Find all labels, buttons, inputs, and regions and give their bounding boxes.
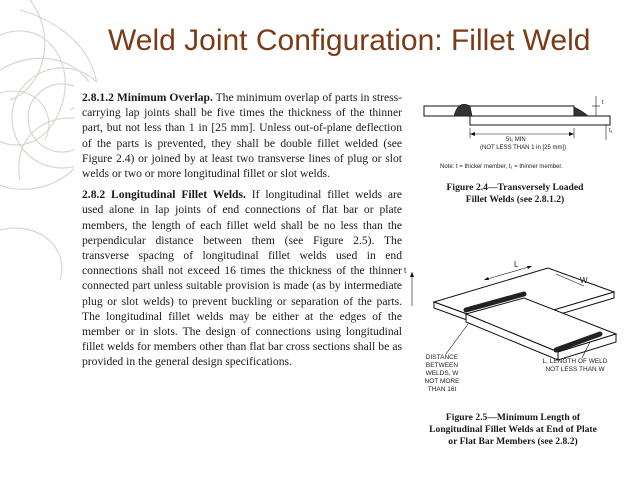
slide-title: Weld Joint Configuration: Fillet Weld xyxy=(108,24,591,57)
length-line-1: L, LENGTH OF WELD xyxy=(542,358,608,365)
figure-2-5-caption: Figure 2.5—Minimum Length of Longitudina… xyxy=(408,412,618,448)
figure-2-4-label-t1: t₁ xyxy=(609,128,613,134)
heading-minimum-overlap: 2.8.1.2 Minimum Overlap. xyxy=(82,91,213,104)
spec-text: 2.8.1.2 Minimum Overlap. The minimum ove… xyxy=(82,90,402,376)
paragraph-longitudinal-fillet-welds: 2.8.2 Longitudinal Fillet Welds. If long… xyxy=(82,187,402,369)
figure-2-4-label-t: t xyxy=(602,100,604,106)
figure-2-5-caption-line3: or Flat Bar Members (see 2.8.2) xyxy=(448,436,578,447)
paragraph-minimum-overlap: 2.8.1.2 Minimum Overlap. The minimum ove… xyxy=(82,90,402,181)
text-longitudinal-fillet-welds: If longitudinal fillet welds are used al… xyxy=(82,188,403,369)
figure-2-5-label-L: L xyxy=(514,260,519,269)
distance-line-2: BETWEEN xyxy=(425,362,459,369)
heading-longitudinal-fillet-welds: 2.8.2 Longitudinal Fillet Welds. xyxy=(82,188,246,202)
figure-2-5-label-length: L, LENGTH OF WELD NOT LESS THAN W xyxy=(532,358,618,374)
figure-2-4-label-not-less: (NOT LESS THAN 1 in [25 mm]) xyxy=(480,145,567,151)
figure-2-5-label-t: t xyxy=(404,266,407,275)
figure-2-5-label-distance: DISTANCE BETWEEN WELDS, W NOT MORE THAN … xyxy=(414,354,470,394)
document-excerpt: 2.8.1.2 Minimum Overlap. The minimum ove… xyxy=(74,82,622,472)
distance-line-5: THAN 16t xyxy=(427,386,457,393)
figure-2-4-caption-line2: Fillet Welds (see 2.8.1.2) xyxy=(465,194,565,205)
text-minimum-overlap: The minimum overlap of parts in stress-c… xyxy=(82,91,403,181)
figure-2-4-note: Note: t = thicker member, t₁ = thinner m… xyxy=(440,164,563,170)
figure-2-4: t t₁ 5t₁ MIN (NOT LESS THAN 1 in [25 mm]… xyxy=(410,88,616,178)
figure-2-4-drawing xyxy=(423,96,611,140)
distance-line-4: NOT MORE xyxy=(424,378,460,385)
figure-2-4-label-min: 5t₁ MIN xyxy=(506,137,526,143)
figure-2-4-caption: Figure 2.4—Transversely Loaded Fillet We… xyxy=(420,182,610,206)
distance-line-1: DISTANCE xyxy=(425,354,459,361)
figure-2-5-caption-line2: Longitudinal Fillet Welds at End of Plat… xyxy=(429,424,597,435)
figure-2-5-drawing xyxy=(410,265,618,361)
figure-2-5-label-W: W xyxy=(580,276,588,285)
figure-2-5-caption-line1: Figure 2.5—Minimum Length of xyxy=(445,412,581,423)
distance-line-3: WELDS, W xyxy=(425,370,459,377)
figure-2-5: t L W DISTANCE BETWEEN WELDS, W NOT MORE… xyxy=(404,260,618,402)
length-line-2: NOT LESS THAN W xyxy=(545,366,605,373)
figure-2-4-caption-line1: Figure 2.4—Transversely Loaded xyxy=(446,182,584,193)
